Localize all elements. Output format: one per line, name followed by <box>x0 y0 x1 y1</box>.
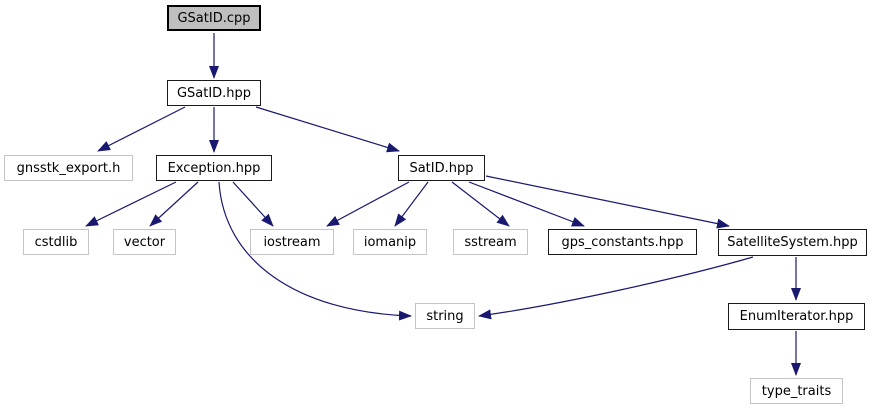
edge-satid-hpp-to-iomanip <box>394 181 429 227</box>
node-gsatid-cpp: GSatID.cpp <box>167 5 261 31</box>
edge-satellitesystem-hpp-to-string <box>478 256 754 320</box>
node-satid-hpp[interactable]: SatID.hpp <box>398 155 485 181</box>
node-sstream: sstream <box>453 229 528 255</box>
edge-exception-hpp-to-cstdlib <box>85 181 177 227</box>
node-cstdlib: cstdlib <box>23 229 89 255</box>
node-iostream: iostream <box>250 229 334 255</box>
edge-gsatid-hpp-to-satid-hpp <box>255 106 400 153</box>
edge-satid-hpp-to-iostream <box>326 181 410 227</box>
node-gnsstk-export-h: gnsstk_export.h <box>4 155 133 181</box>
edge-exception-hpp-to-vector <box>149 181 199 227</box>
node-iomanip: iomanip <box>353 229 427 255</box>
edge-satid-hpp-to-satellitesystem-hpp <box>485 175 730 229</box>
node-exception-hpp[interactable]: Exception.hpp <box>156 155 272 181</box>
node-gsatid-hpp[interactable]: GSatID.hpp <box>167 80 261 106</box>
edge-satid-hpp-to-gps-constants-hpp <box>468 181 585 227</box>
edge-exception-hpp-to-iostream <box>232 181 274 227</box>
node-satellitesystem-hpp[interactable]: SatelliteSystem.hpp <box>718 229 867 256</box>
node-type-traits: type_traits <box>750 378 843 404</box>
node-string: string <box>415 303 475 329</box>
node-enumiterator-hpp[interactable]: EnumIterator.hpp <box>728 303 865 330</box>
edge-satid-hpp-to-sstream <box>451 181 510 227</box>
node-gps-constants-hpp[interactable]: gps_constants.hpp <box>548 229 697 255</box>
node-vector: vector <box>113 229 176 255</box>
edge-gsatid-hpp-to-gnsstk-export-h <box>97 106 186 152</box>
